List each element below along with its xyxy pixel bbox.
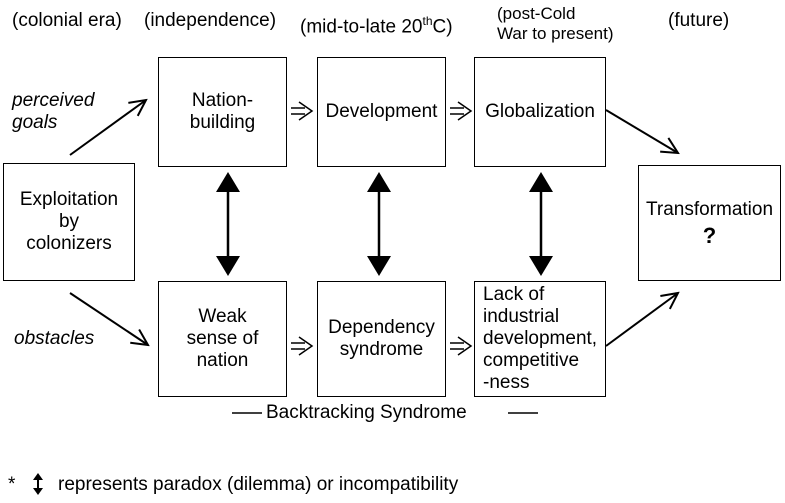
transformation-box: Transformation ? — [638, 165, 781, 281]
arrow-to-nation-building — [69, 100, 146, 156]
development-line: Development — [325, 101, 438, 122]
era-post-cold-war: (post-Cold War to present) — [497, 4, 614, 43]
exploitation-line: colonizers — [26, 233, 112, 254]
transformation-text: Transformation ? — [645, 199, 774, 248]
footnote-text: represents paradox (dilemma) or incompat… — [58, 474, 459, 495]
paradox-arrow-development-dependency — [367, 172, 391, 276]
era-colonial: (colonial era) — [12, 10, 122, 31]
exploitation-line: Exploitation — [19, 189, 119, 210]
weak-sense-line: Weak — [198, 306, 247, 327]
obstacles-label: obstacles — [14, 328, 95, 349]
perceived-goals-label: perceived goals — [12, 90, 95, 133]
paradox-icon — [33, 473, 43, 495]
lack-line: industrial — [483, 306, 560, 327]
nation-building-line: building — [189, 112, 256, 133]
lack-line: Lack of — [483, 284, 545, 305]
paradox-arrow-globalization-lack — [529, 172, 553, 276]
exploitation-line: by — [58, 211, 80, 232]
arrow-to-weak-sense — [69, 292, 148, 345]
double-arrow-weak-to-dependency — [291, 336, 314, 356]
question-mark: ? — [702, 223, 717, 248]
era-mid-to-late-20th-century: (mid-to-late 20thC) — [300, 14, 453, 38]
era-independence: (independence) — [144, 10, 277, 31]
arrow-to-transformation-top — [605, 109, 678, 153]
weak-sense-line: sense of — [186, 328, 259, 349]
lack-line: competitive — [483, 350, 580, 371]
development-text: Development — [326, 101, 438, 123]
nation-building-line: Nation- — [191, 90, 254, 111]
dependency-line: Dependency — [328, 317, 435, 338]
paradox-arrow-nation-weak — [216, 172, 240, 276]
globalization-box: Globalization — [474, 57, 606, 167]
globalization-line: Globalization — [485, 101, 595, 122]
globalization-text: Globalization — [485, 101, 595, 123]
lack-line: -ness — [483, 372, 530, 393]
development-box: Development — [317, 57, 446, 167]
weak-sense-line: nation — [196, 350, 249, 371]
double-arrow-nation-to-development — [291, 101, 314, 121]
double-arrow-dependency-to-lack — [450, 336, 473, 356]
double-arrow-development-to-globalization — [450, 101, 473, 121]
footnote-star: * — [8, 474, 16, 495]
backtracking-syndrome-label: Backtracking Syndrome — [266, 402, 467, 423]
dependency-line: syndrome — [339, 339, 424, 360]
era-future: (future) — [668, 10, 730, 31]
nation-building-text: Nation-building — [190, 90, 256, 134]
nation-building-box: Nation-building — [158, 57, 287, 167]
lack-line: development, — [483, 328, 598, 349]
arrow-to-transformation-bottom — [605, 293, 678, 347]
